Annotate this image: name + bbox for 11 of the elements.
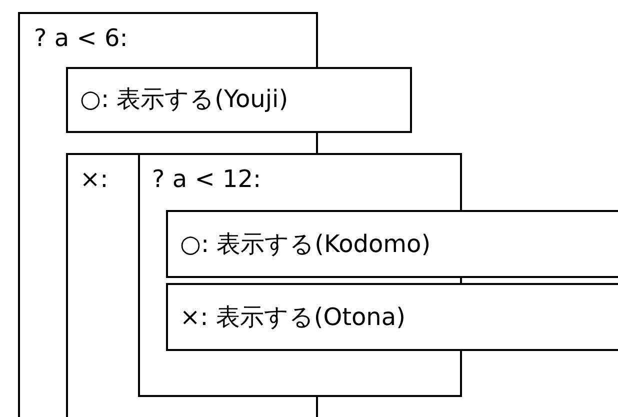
process-box (166, 283, 618, 351)
box-label: ○: 表示する(Kodomo) (180, 230, 431, 258)
process-box (166, 210, 618, 278)
box-label: ? a < 12: (152, 165, 262, 193)
box-label: ×: (80, 165, 108, 193)
branch-box (66, 153, 140, 417)
process-box (66, 67, 412, 133)
box-label: ? a < 6: (34, 24, 128, 52)
box-label: ×: 表示する(Otona) (180, 303, 406, 331)
box-label: ○: 表示する(Youji) (80, 85, 288, 113)
condition-box (18, 12, 318, 417)
